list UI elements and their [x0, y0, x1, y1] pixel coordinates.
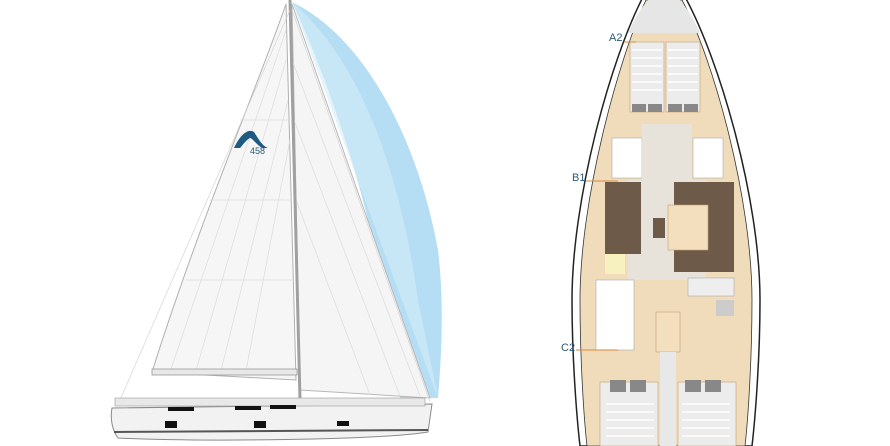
- logo-wave-icon: [234, 130, 268, 148]
- hull: [110, 403, 433, 441]
- section-label-a2: A2: [609, 32, 623, 44]
- mast: [288, 0, 302, 401]
- section-label-b1: B1: [572, 172, 586, 184]
- interior-layout-drawing: [571, 0, 761, 446]
- section-label-c2: C2: [561, 342, 576, 354]
- main-sail: [151, 3, 297, 381]
- sail-plan-drawing: [110, 0, 442, 441]
- boom: [151, 368, 298, 376]
- logo-number: 458: [250, 146, 266, 156]
